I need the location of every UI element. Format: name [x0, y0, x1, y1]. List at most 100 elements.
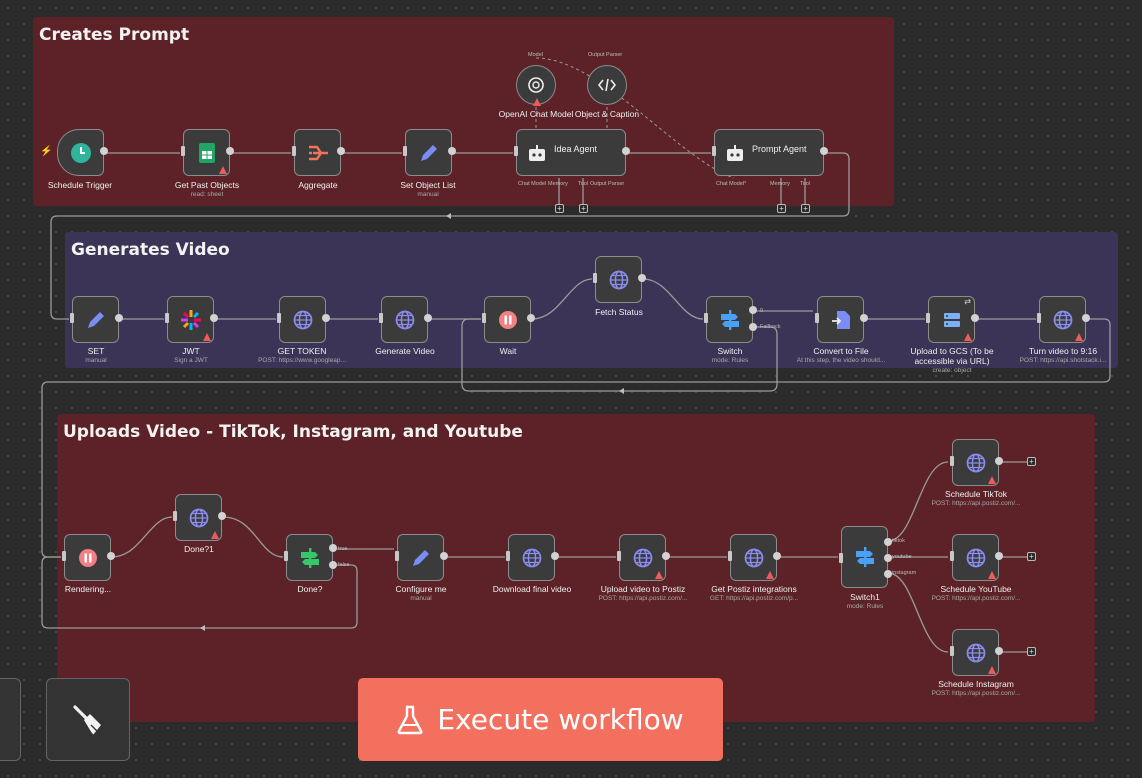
add-tool-button[interactable]: +: [579, 204, 588, 213]
globe-icon: [293, 310, 312, 329]
clear-execution-button[interactable]: [46, 678, 130, 761]
node-label: Object & Caption: [574, 109, 640, 119]
execute-workflow-label: Execute workflow: [437, 703, 684, 736]
port-label: Chat Model: [518, 181, 547, 187]
node-sublabel: mode: Rules: [846, 603, 884, 610]
node-label: JWT: [182, 346, 200, 356]
node-convert-to-file[interactable]: [815, 296, 868, 343]
node-get-token[interactable]: [277, 296, 330, 343]
add-memory-button[interactable]: +: [555, 204, 564, 213]
port-label: true: [338, 546, 348, 552]
node-schedule-instagram[interactable]: [950, 629, 1003, 676]
node-label: Switch1: [850, 592, 880, 602]
add-node-button[interactable]: +: [1027, 552, 1036, 561]
node-switch[interactable]: [704, 296, 757, 343]
node-schedule-youtube[interactable]: [950, 534, 1003, 581]
broom-icon: [73, 705, 101, 736]
port-label: Chat Model*: [716, 181, 747, 187]
switch-icon: [855, 547, 874, 567]
node-sublabel: manual: [85, 357, 107, 364]
convert-file-icon: [831, 310, 850, 329]
globe-icon: [633, 548, 652, 567]
node-label: SET: [87, 346, 105, 356]
node-label: Schedule Instagram: [938, 679, 1014, 689]
warning-icon: [533, 98, 541, 106]
warning-icon: [766, 571, 774, 579]
node-wait[interactable]: [482, 296, 535, 343]
warning-icon: [1075, 333, 1083, 341]
node-label: Download final video: [492, 584, 572, 594]
add-node-button[interactable]: +: [1027, 647, 1036, 656]
node-rendering[interactable]: [62, 534, 115, 581]
node-idea-agent[interactable]: Idea Agent: [514, 129, 630, 176]
port-label: Fallback: [760, 324, 781, 330]
globe-icon: [522, 548, 541, 567]
node-download-final[interactable]: [506, 534, 559, 581]
node-sublabel: POST: https://api.postiz.com/...: [931, 500, 1021, 507]
node-sublabel: create: object: [932, 367, 972, 374]
node-openai-chat-model[interactable]: [516, 65, 556, 106]
sync-icon: ⇄: [964, 297, 971, 306]
port-label: Tool: [578, 181, 589, 187]
node-get-integrations[interactable]: [728, 534, 781, 581]
node-label: Schedule Trigger: [47, 180, 113, 190]
node-schedule-tiktok[interactable]: [950, 439, 1003, 486]
node-sublabel: POST: https://api.postiz.com/...: [598, 595, 688, 602]
pencil-icon: [87, 311, 104, 328]
port-label: youtube: [892, 554, 912, 560]
node-turn-video[interactable]: [1037, 296, 1090, 343]
add-memory-button[interactable]: +: [777, 204, 786, 213]
execute-workflow-button[interactable]: Execute workflow: [358, 678, 723, 761]
node-prompt-agent[interactable]: Prompt Agent: [712, 129, 828, 176]
node-sublabel: manual: [410, 595, 432, 602]
node-switch1[interactable]: [839, 526, 892, 588]
warning-icon: [988, 571, 996, 579]
jwt-icon: [180, 309, 201, 330]
port-label: Output Parser: [588, 52, 623, 58]
node-done1[interactable]: [173, 494, 226, 541]
sheets-icon: [198, 142, 215, 163]
port-label: Memory: [548, 181, 568, 187]
if-icon: [300, 547, 319, 568]
globe-icon: [966, 453, 985, 472]
node-label: Aggregate: [298, 180, 338, 190]
port-label: 0: [760, 308, 764, 314]
node-aggregate[interactable]: [292, 129, 345, 176]
node-object-caption[interactable]: [587, 65, 627, 105]
globe-icon: [395, 310, 414, 329]
robot-icon: [529, 144, 545, 161]
node-set-object-list[interactable]: [403, 129, 456, 176]
add-node-button[interactable]: +: [1027, 457, 1036, 466]
group-title: Creates Prompt: [39, 25, 190, 45]
node-generate-video[interactable]: [379, 296, 432, 343]
node-label: Fetch Status: [595, 307, 643, 317]
node-set[interactable]: [70, 296, 123, 343]
warning-icon: [964, 333, 972, 341]
node-configure-me[interactable]: [395, 534, 448, 581]
node-upload-postiz[interactable]: [617, 534, 670, 581]
add-tool-button[interactable]: +: [801, 204, 810, 213]
port-label: Tool: [800, 181, 811, 187]
node-label: Switch: [717, 346, 743, 356]
node-label: Schedule YouTube: [940, 584, 1012, 594]
warning-icon: [655, 571, 663, 579]
globe-icon: [966, 548, 985, 567]
node-schedule-trigger[interactable]: [57, 129, 108, 176]
node-done[interactable]: [284, 534, 337, 581]
aggregate-icon: [308, 145, 328, 160]
node-jwt[interactable]: [165, 296, 218, 343]
node-fetch-status[interactable]: [593, 256, 646, 303]
port-label: tiktok: [892, 538, 905, 544]
port-label: false: [338, 562, 350, 568]
node-sublabel: POST: https://api.postiz.com/...: [931, 595, 1021, 602]
side-panel-button[interactable]: [0, 678, 21, 761]
node-get-past-objects[interactable]: [181, 129, 234, 176]
flask-icon: [397, 705, 423, 734]
warning-icon: [219, 166, 227, 174]
warning-icon: [988, 666, 996, 674]
node-sublabel: POST: https://api.postiz.com/...: [931, 690, 1021, 697]
pencil-icon: [420, 144, 437, 161]
warning-icon: [203, 333, 211, 341]
node-upload-gcs[interactable]: ⇄: [926, 296, 979, 343]
group-uploads-video: Uploads Video - TikTok, Instagram, and Y…: [57, 414, 1095, 722]
